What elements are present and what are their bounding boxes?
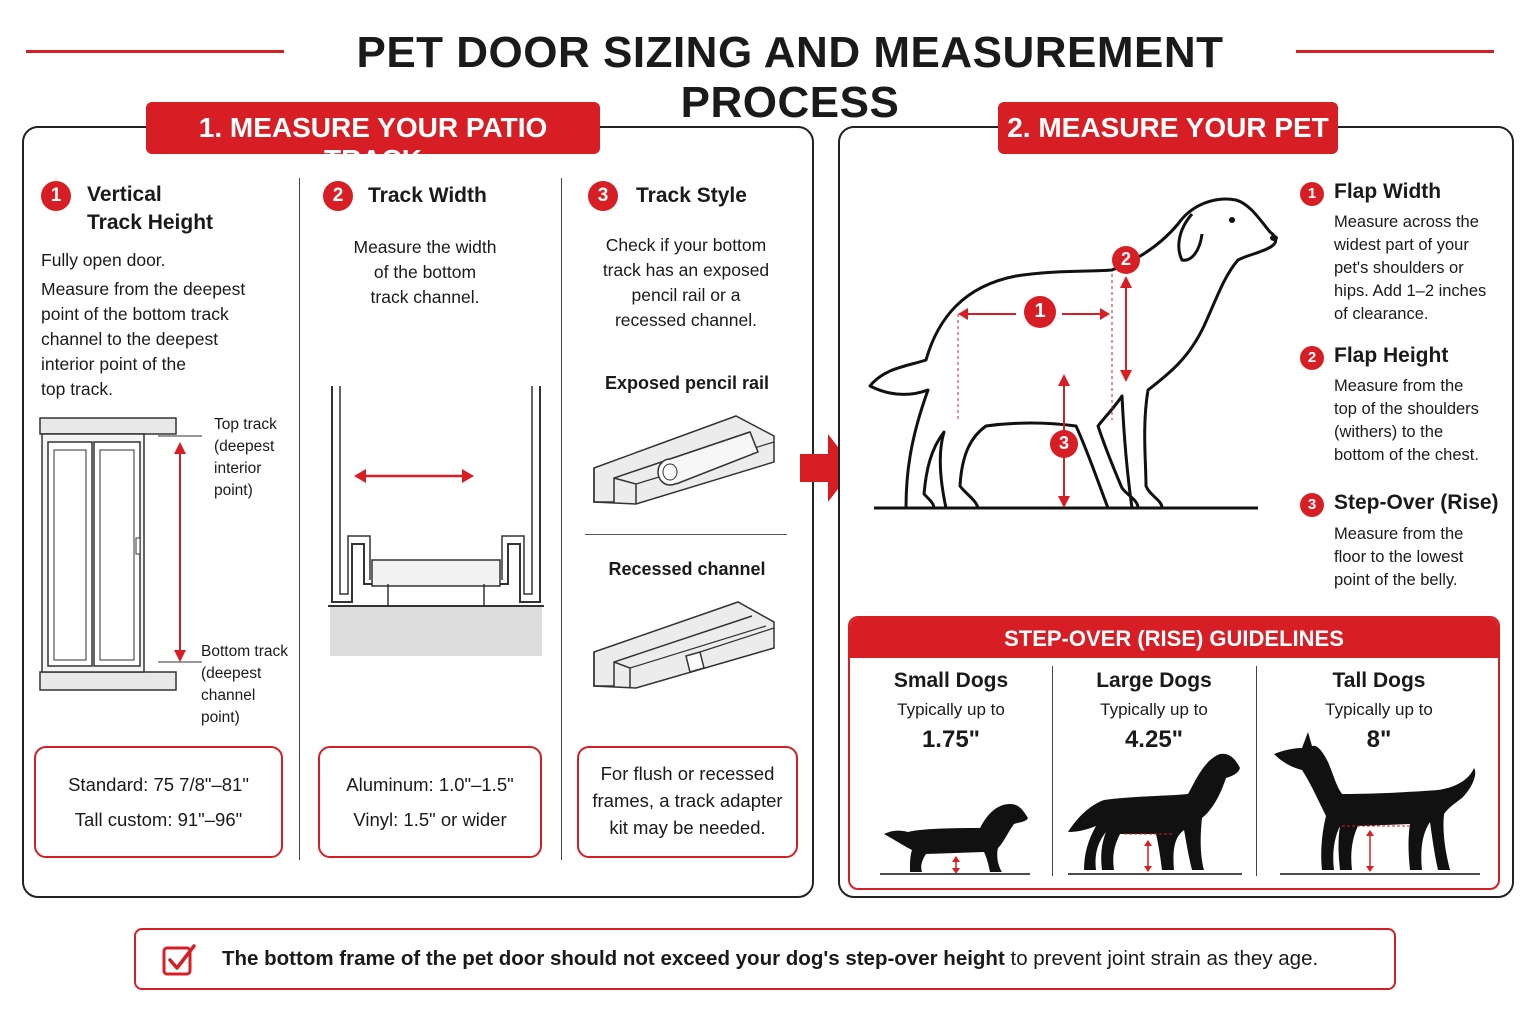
small-dogs-guideline: Small Dogs Typically up to 1.75": [893, 669, 1009, 753]
track-style-callout: For flush or recessed frames, a track ad…: [577, 746, 798, 858]
top-track-label: Top track (deepest interior point): [214, 416, 277, 499]
pencil-rail-label: Exposed pencil rail: [604, 373, 770, 393]
column-divider: [1256, 666, 1257, 876]
step-title: Vertical Track Height: [87, 183, 214, 234]
title-rule-right: [1296, 50, 1494, 53]
title-rule-left: [26, 50, 284, 53]
option-divider: [585, 534, 787, 535]
marker-1: 1: [1034, 300, 1046, 322]
dog-outline-illustration: [868, 197, 1278, 510]
bottom-track-label: Bottom track (deepest channel point): [201, 643, 288, 726]
footer-note: The bottom frame of the pet door should …: [134, 928, 1396, 990]
step-description: Measure across the widest part of your p…: [1334, 213, 1487, 323]
patio-track-panel: [22, 126, 814, 898]
page-title: PET DOOR SIZING AND MEASUREMENT PROCESS: [356, 28, 1224, 127]
tall-dog-silhouette: [1274, 732, 1480, 875]
recessed-channel-label: Recessed channel: [608, 559, 766, 579]
footer-note-text: The bottom frame of the pet door should …: [222, 947, 1319, 970]
column-divider: [1052, 666, 1053, 876]
step-title: Step-Over (Rise): [1334, 491, 1499, 514]
large-dogs-guideline: Large Dogs Typically up to 4.25": [1096, 669, 1212, 753]
recessed-channel-illustration: [593, 601, 775, 689]
marker-3: 3: [1058, 433, 1069, 453]
section2-banner: 2. MEASURE YOUR PET: [998, 102, 1338, 154]
step-title: Flap Height: [1334, 344, 1449, 367]
step-title: Track Style: [636, 184, 747, 207]
guidelines-heading: STEP-OVER (RISE) GUIDELINES: [850, 618, 1498, 658]
step-description: Measure from the top of the shoulders (w…: [1334, 377, 1479, 464]
section1-banner: 1. MEASURE YOUR PATIO TRACK: [146, 102, 600, 175]
checkbox-check-icon: [162, 944, 196, 976]
step-title: Track Width: [368, 184, 487, 207]
large-dog-silhouette: [1068, 753, 1242, 875]
pencil-rail-illustration: [593, 415, 775, 505]
step-description: Fully open door. Measure from the deepes…: [41, 250, 246, 399]
small-dog-silhouette: [880, 804, 1030, 875]
step-title: Flap Width: [1334, 180, 1442, 203]
sliding-door-illustration: [39, 417, 202, 691]
step-description: Check if your bottom track has an expose…: [602, 235, 770, 330]
step-number-badge: 3: [1300, 493, 1324, 517]
tall-dogs-guideline: Tall Dogs Typically up to 8": [1325, 669, 1433, 753]
track-width-callout: Aluminum: 1.0"–1.5" Vinyl: 1.5" or wider: [318, 746, 542, 858]
step-number-badge: 1: [41, 181, 71, 211]
track-channel-illustration: [328, 386, 544, 656]
column-divider: [561, 178, 562, 860]
step-description: Measure from the floor to the lowest poi…: [1334, 525, 1464, 589]
step-number-badge: 2: [1300, 346, 1324, 370]
marker-2: 2: [1120, 249, 1131, 269]
track-height-callout: Standard: 75 7/8"–81" Tall custom: 91"–9…: [34, 746, 283, 858]
step-over-guidelines: STEP-OVER (RISE) GUIDELINES Small Dogs T…: [848, 616, 1500, 890]
column-divider: [299, 178, 300, 860]
step-description: Measure the width of the bottom track ch…: [353, 237, 497, 307]
step-number-badge: 1: [1300, 182, 1324, 206]
step-number-badge: 3: [588, 181, 618, 211]
step-number-badge: 2: [323, 181, 353, 211]
